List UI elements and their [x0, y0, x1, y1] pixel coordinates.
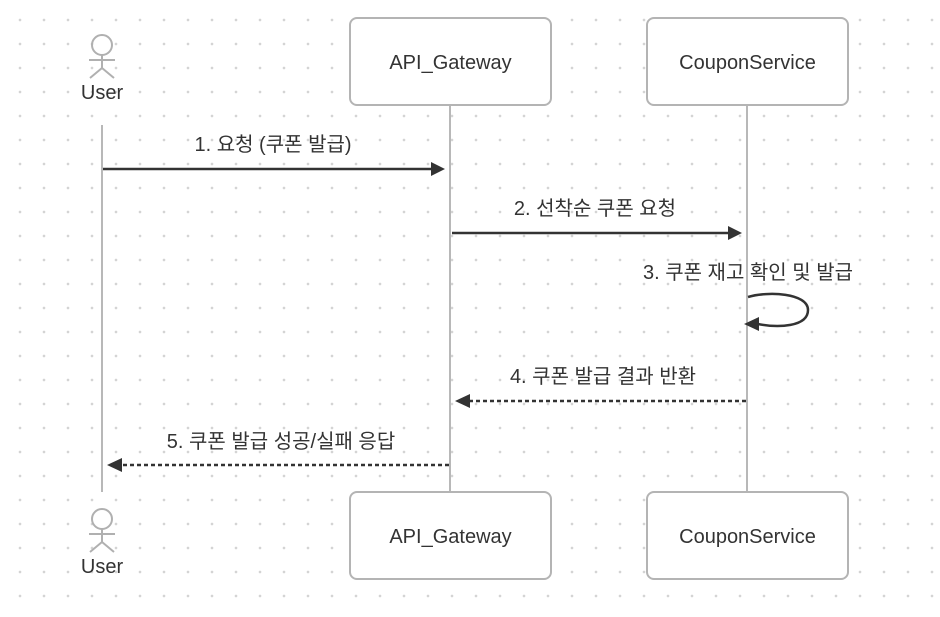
coupon-service-rect-bottom — [646, 491, 849, 580]
message-3-loop — [747, 292, 810, 328]
user-actor-bottom: User — [81, 508, 124, 578]
user-actor-right-leg-bottom — [101, 541, 115, 553]
coupon-service-label-top: CouponService — [679, 52, 816, 74]
message-5-label: 5. 쿠폰 발급 성공/실패 응답 — [167, 430, 395, 453]
message-3: 3. 쿠폰 재고 확인 및 발급 — [643, 261, 853, 331]
message-5-arrowhead — [107, 458, 122, 472]
api-gateway-rect-bottom — [349, 491, 552, 580]
api-gateway-box-top: API_Gateway — [349, 17, 552, 106]
message-2-arrowhead — [728, 226, 742, 240]
coupon-service-label-bottom: CouponService — [679, 526, 816, 548]
message-3-arrowhead — [744, 317, 759, 331]
message-5: 5. 쿠폰 발급 성공/실패 응답 — [107, 430, 449, 472]
coupon-service-box-bottom: CouponService — [646, 491, 849, 580]
api-gateway-rect-top — [349, 17, 552, 106]
api-gateway-label-bottom: API_Gateway — [389, 526, 511, 548]
api-gateway-box-bottom: API_Gateway — [349, 491, 552, 580]
message-1: 1. 요청 (쿠폰 발급) — [103, 133, 445, 176]
api-gateway-label-top: API_Gateway — [389, 52, 511, 74]
user-actor-left-leg-bottom — [89, 541, 103, 553]
message-2: 2. 선착순 쿠폰 요청 — [452, 197, 742, 240]
user-actor-head — [91, 34, 113, 56]
coupon-service-box-top: CouponService — [646, 17, 849, 106]
user-label-bottom: User — [81, 556, 124, 578]
message-4-arrowhead — [455, 394, 470, 408]
user-actor-head-bottom — [91, 508, 113, 530]
coupon-service-rect-top — [646, 17, 849, 106]
message-2-label: 2. 선착순 쿠폰 요청 — [514, 197, 676, 220]
user-label-top: User — [81, 82, 124, 104]
user-actor-top: User — [81, 34, 124, 104]
message-1-arrowhead — [431, 162, 445, 176]
user-actor-right-leg — [101, 67, 115, 79]
message-1-label: 1. 요청 (쿠폰 발급) — [194, 133, 351, 156]
message-4-label: 4. 쿠폰 발급 결과 반환 — [510, 365, 696, 388]
message-4: 4. 쿠폰 발급 결과 반환 — [455, 365, 746, 408]
message-3-label: 3. 쿠폰 재고 확인 및 발급 — [643, 261, 853, 284]
user-actor-left-leg — [89, 67, 103, 79]
